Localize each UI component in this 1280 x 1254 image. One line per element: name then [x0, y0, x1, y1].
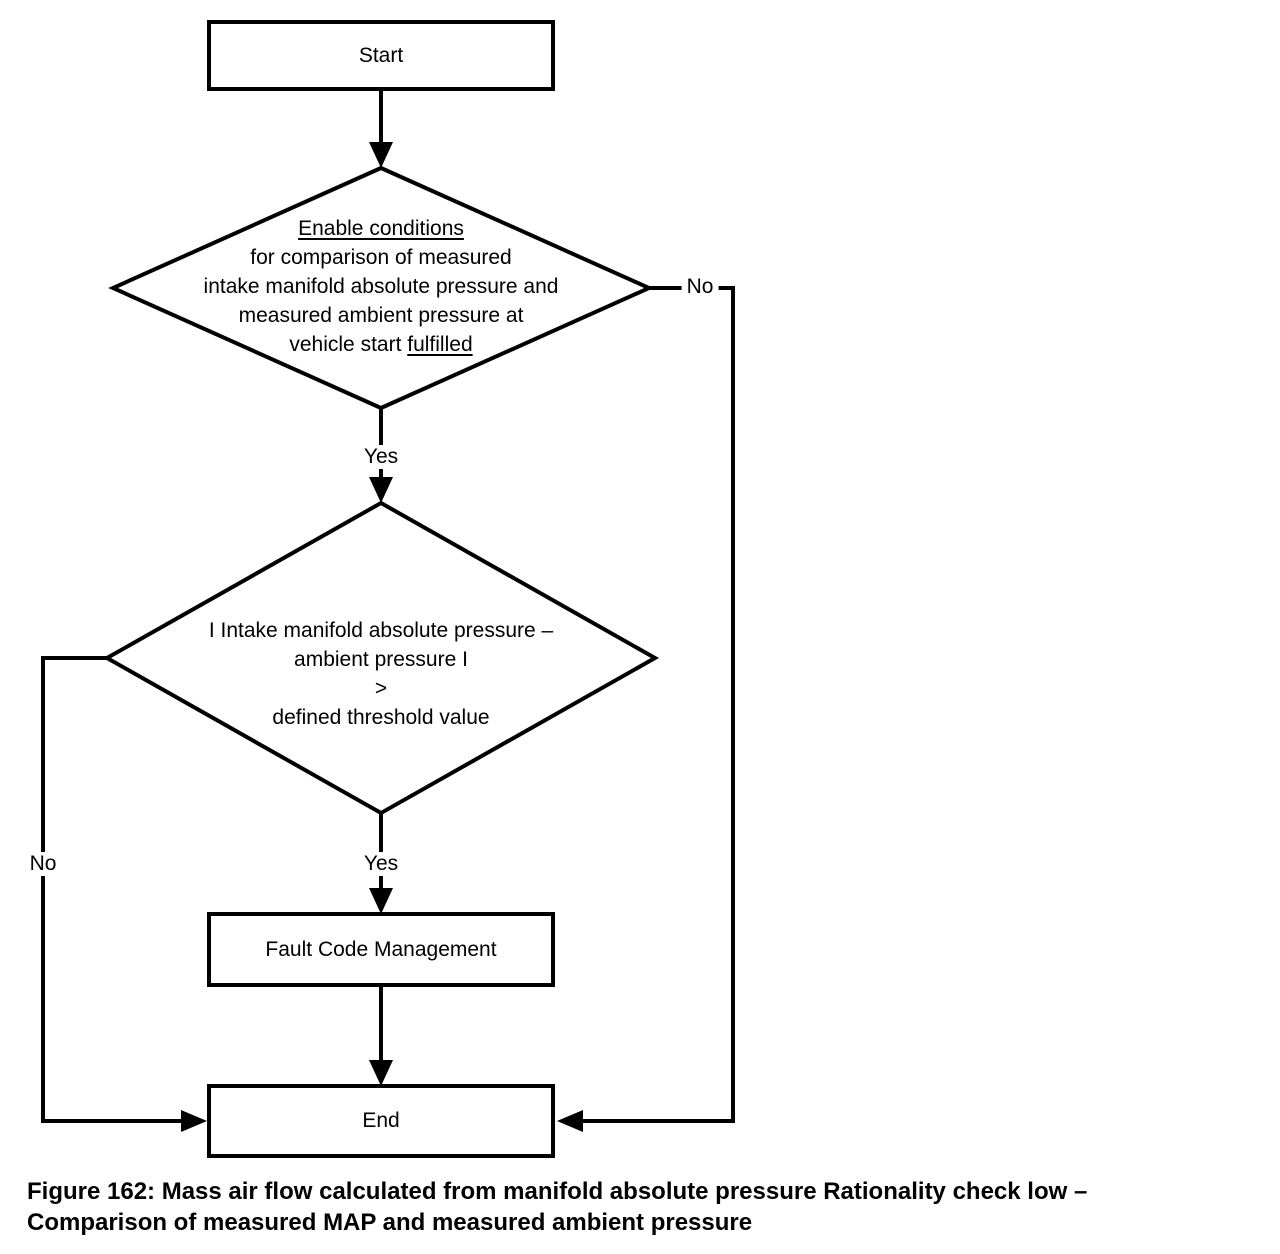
decision1-line5-underlined: fulfilled [407, 333, 473, 356]
decision2-yes-label: Yes [358, 852, 404, 876]
decision1-line5-prefix: vehicle start [289, 333, 408, 356]
decision1-line5: vehicle start fulfilled [161, 330, 601, 359]
decision2-line2: ambient pressure I [294, 648, 468, 671]
arrowhead-no-left-into-end [181, 1110, 207, 1132]
end-box-shape [207, 1084, 555, 1158]
figure-caption-line2: Comparison of measured MAP and measured … [27, 1209, 753, 1236]
edge-decision2-no-rail [41, 656, 184, 1123]
arrowhead-into-decision1 [369, 142, 393, 168]
decision1-text: Enable conditions for comparison of meas… [161, 214, 601, 359]
decision1-line1-text: Enable conditions [298, 217, 464, 240]
arrowhead-no-right-into-end [557, 1110, 583, 1132]
decision2-line3: > [374, 677, 388, 700]
arrowhead-into-decision2 [369, 477, 393, 503]
fault-node-label: Fault Code Management [265, 937, 497, 961]
decision2-line1: I Intake manifold absolute pressure – [208, 619, 554, 642]
decision2-no-label: No [24, 852, 62, 876]
decision2-text: I Intake manifold absolute pressure – am… [161, 616, 601, 732]
edge-decision1-no-rail [580, 286, 735, 1123]
arrowhead-into-fault-box [369, 888, 393, 914]
decision1-line2: for comparison of measured [250, 246, 512, 269]
decision1-no-label: No [681, 275, 719, 299]
decision1-yes-label: Yes [358, 445, 404, 469]
start-box-shape [207, 20, 555, 91]
start-node-label: Start [358, 43, 404, 67]
end-node-label: End [362, 1109, 400, 1132]
decision1-line3: intake manifold absolute pressure and [203, 275, 559, 298]
figure-caption-line1: Figure 162: Mass air flow calculated fro… [27, 1178, 1088, 1205]
decision1-line1: Enable conditions [161, 214, 601, 243]
arrowhead-into-end-top [369, 1060, 393, 1086]
decision1-line4: measured ambient pressure at [238, 304, 524, 327]
decision2-line4: defined threshold value [272, 706, 490, 729]
